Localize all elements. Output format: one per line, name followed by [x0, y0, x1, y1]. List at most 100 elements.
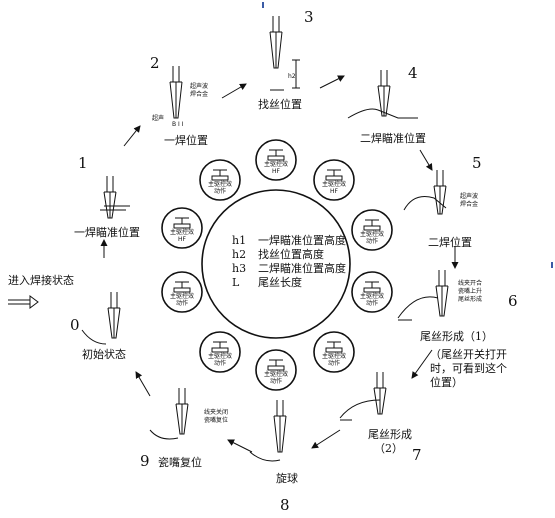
- capillary-tool-5: [433, 170, 447, 215]
- control-circle-text: 主驱控效: [170, 228, 194, 236]
- circuit-icon: [267, 359, 285, 371]
- capillary-tool-2: [169, 66, 183, 119]
- capillary-tool-6: [435, 270, 449, 317]
- state-number-2: 2: [150, 54, 160, 72]
- arrow-1-2: [123, 125, 141, 147]
- note-2-left: 超声: [152, 114, 164, 122]
- capillary-tool-1: [103, 176, 117, 219]
- note-6-small-1: 线夹开合: [458, 279, 482, 287]
- control-circle-text: 动作: [366, 237, 378, 245]
- wire-paths: [81, 89, 447, 462]
- capillary-tool-7: [373, 372, 387, 415]
- center-legend: h1 一焊瞄准位置高度 h2 找丝位置高度 h3 二焊瞄准位置高度 L 尾丝长度: [232, 233, 346, 289]
- circuit-icon: [267, 149, 285, 161]
- control-circle-text: HF: [272, 168, 281, 175]
- control-circle-text: 主驱控效: [360, 230, 384, 238]
- control-circle-text: 主驱控效: [170, 292, 194, 300]
- state-label-7-line2: （2）: [374, 442, 403, 455]
- state-number-8: 8: [280, 496, 290, 514]
- circuit-icon: [211, 341, 229, 353]
- arrow-4-5: [419, 149, 433, 171]
- state-number-7: 7: [412, 446, 422, 464]
- capillary-tool-8: [273, 400, 287, 453]
- central-circle: [201, 189, 351, 339]
- control-circle-text: 主驱控效: [322, 180, 346, 188]
- arrow-3-4: [319, 75, 345, 89]
- circuit-icon: [363, 219, 381, 231]
- height-bracket-h2: h2: [288, 59, 300, 89]
- circuit-icon: [173, 217, 191, 229]
- note-2-b: B I I: [172, 121, 184, 128]
- note-2-small-1: 超声波: [190, 82, 208, 90]
- state-label-4: 二焊瞄准位置: [360, 131, 426, 145]
- legend-code-h1: h1: [232, 234, 246, 247]
- cycle-arrows: [100, 75, 459, 453]
- arrow-7-8: [311, 429, 341, 449]
- control-circle-text: HF: [178, 236, 187, 243]
- entry-label: 进入焊接状态: [8, 273, 74, 287]
- legend-desc-h3: 二焊瞄准位置高度: [258, 261, 346, 275]
- arrow-8-9: [227, 439, 253, 453]
- state-label-8: 旋球: [276, 471, 298, 485]
- state-label-1: 一焊瞄准位置: [74, 225, 140, 239]
- state-label-5: 二焊位置: [428, 235, 472, 249]
- note-6-line2: 时，可看到这个: [430, 361, 507, 375]
- circuit-icon: [173, 281, 191, 293]
- state-number-5: 5: [472, 154, 482, 172]
- circuit-icon: [363, 281, 381, 293]
- note-9-small-1: 线夹关闭: [204, 408, 228, 416]
- circuit-icon: [325, 169, 343, 181]
- control-circle-text: HF: [330, 188, 339, 195]
- state-label-2: 一焊位置: [164, 133, 208, 147]
- capillary-tool-3: [269, 16, 283, 69]
- arrow-6-7: [411, 349, 433, 379]
- state-number-1: 1: [78, 154, 88, 172]
- state-label-7: 尾丝形成: [368, 428, 412, 441]
- note-6-small-2: 瓷嘴上升: [458, 287, 482, 295]
- state-label-6: 尾丝形成（1）: [420, 330, 493, 343]
- state-number-4: 4: [408, 64, 418, 82]
- legend-desc-l: 尾丝长度: [258, 275, 302, 289]
- state-number-9: 9: [140, 452, 150, 470]
- entry-arrow: [8, 295, 39, 309]
- capillary-tool-9: [175, 388, 189, 435]
- state-label-3: 找丝位置: [258, 97, 302, 111]
- control-circle-text: 动作: [214, 359, 226, 367]
- control-circle-text: 动作: [328, 359, 340, 367]
- legend-code-h3: h3: [232, 262, 246, 275]
- legend-code-h2: h2: [232, 248, 246, 261]
- note-6-line3: 位置）: [430, 375, 463, 389]
- control-circle-text: 主驱控效: [360, 292, 384, 300]
- arrow-9-0: [135, 371, 151, 397]
- state-label-0: 初始状态: [82, 347, 126, 361]
- control-circle-text: 动作: [270, 377, 282, 385]
- control-circle-text: 主驱控效: [208, 180, 232, 188]
- control-circle-text: 主驱控效: [264, 370, 288, 378]
- circuit-icon: [211, 169, 229, 181]
- note-6-line1: （尾丝开关打开: [430, 347, 507, 361]
- control-circle-text: 主驱控效: [208, 352, 232, 360]
- state-number-0: 0: [70, 316, 80, 334]
- svg-text:h2: h2: [288, 73, 296, 80]
- state-number-3: 3: [304, 8, 314, 26]
- control-circle-text: 动作: [366, 299, 378, 307]
- note-5-small-1: 超声波: [460, 192, 478, 200]
- control-circle-text: 动作: [176, 299, 188, 307]
- arrow-2-3: [221, 83, 247, 99]
- control-circle-text: 主驱控效: [322, 352, 346, 360]
- legend-desc-h1: 一焊瞄准位置高度: [258, 233, 346, 247]
- note-9-small-2: 瓷嘴复位: [204, 416, 228, 424]
- legend-code-l: L: [232, 276, 240, 289]
- control-circle-text: 主驱控效: [264, 160, 288, 168]
- state-number-6: 6: [508, 292, 518, 310]
